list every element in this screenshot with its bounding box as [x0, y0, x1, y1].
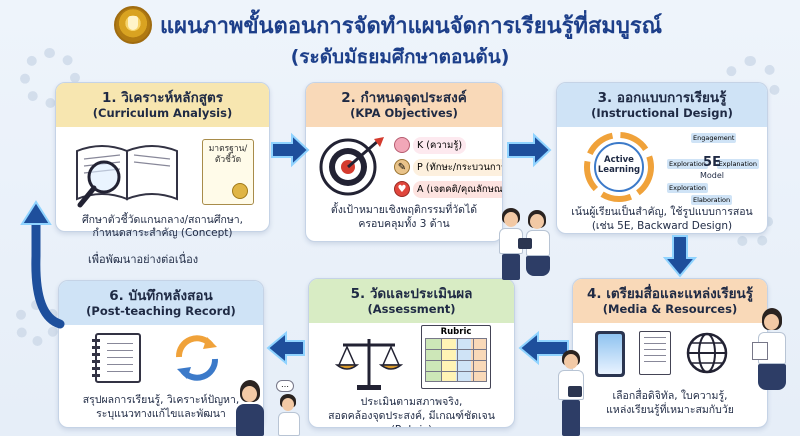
globe-icon [686, 332, 728, 374]
card-title: 3. ออกแบบการเรียนรู้ [597, 89, 727, 106]
description-line: ครอบคลุมทั้ง 3 ด้าน [358, 218, 450, 230]
student-group-illustration [496, 208, 556, 282]
active-learning-label: Active Learning [597, 155, 641, 175]
description-line: ระบุแนวทางแก้ไขและพัฒนา [96, 408, 226, 420]
rubric-table: Rubric [421, 325, 491, 389]
tablet-icon [595, 331, 625, 377]
target-icon [319, 137, 384, 196]
card-header: 3. ออกแบบการเรียนรู้ (Instructional Desi… [557, 83, 767, 127]
description-line: สอดคล้องจุดประสงค์, มีเกณฑ์ชัดเจน (Rubri… [328, 410, 495, 427]
kpa-label: K (ความรู้) [413, 136, 467, 154]
arrow-down-3-to-4 [662, 235, 698, 278]
stage-label: Engagement [691, 133, 737, 143]
feedback-label: เพื่อพัฒนาอย่างต่อเนื่อง [88, 253, 199, 266]
school-logo [114, 6, 152, 44]
rubric-label: Rubric [440, 327, 472, 337]
card-header: 2. กำหนดจุดประสงค์ (KPA Objectives) [306, 83, 502, 127]
refresh-icon [176, 335, 218, 381]
feedback-loop-arrow [20, 200, 65, 329]
description-line: ศึกษาตัวชี้วัดแกนกลาง/สถานศึกษา, [81, 214, 244, 226]
page-subtitle: (ระดับมัธยมศึกษาตอนต้น) [290, 46, 510, 68]
standards-label: มาตรฐาน/ตัวชี้วัด [208, 144, 248, 165]
card-header: 4. เตรียมสื่อและแหล่งเรียนรู้ (Media & R… [573, 279, 767, 323]
model-5e-label: 5E [703, 155, 721, 170]
card-subtitle: (KPA Objectives) [350, 105, 458, 120]
wrench-icon: ✎ [394, 159, 410, 175]
speech-bubble-icon: … [276, 380, 294, 392]
kpa-label: P (ทักษะ/กระบวนการ) [413, 158, 502, 176]
card-header: 6. บันทึกหลังสอน (Post-teaching Record) [59, 281, 263, 325]
arrow-left-5-to-6 [266, 330, 305, 366]
description-line: (เช่น 5E, Backward Design) [591, 220, 733, 232]
step-card-instructional-design: 3. ออกแบบการเรียนรู้ (Instructional Desi… [556, 82, 768, 234]
standards-document: มาตรฐาน/ตัวชี้วัด [202, 139, 254, 205]
brain-icon [394, 137, 410, 153]
student-reading-illustration [752, 308, 792, 408]
card-header: 5. วัดและประเมินผล (Assessment) [309, 279, 514, 323]
rubric-grid [425, 338, 487, 382]
card-description: เลือกสื่อดิจิทัล, ใบความรู้, แหล่งเรียนร… [581, 389, 759, 417]
step-card-assessment: 5. วัดและประเมินผล (Assessment) Rubric ป… [308, 278, 515, 428]
card-description: ประเมินตามสภาพจริง, สอดคล้องจุดประสงค์, … [317, 395, 506, 427]
arrow-right-2-to-3 [507, 132, 552, 168]
description-line: สรุปผลการเรียนรู้, วิเคราะห์ปัญหา, [82, 394, 240, 406]
card-title: 4. เตรียมสื่อและแหล่งเรียนรู้ [587, 285, 753, 302]
header: แผนภาพขั้นตอนการจัดทำแผนจัดการเรียนรู้ที… [0, 0, 800, 78]
card-description: ศึกษาตัวชี้วัดแกนกลาง/สถานศึกษา, [64, 213, 261, 227]
gear-decoration-icon [20, 48, 80, 108]
card-header: 1. วิเคราะห์หลักสูตร (Curriculum Analysi… [56, 83, 269, 127]
student-with-tablet-illustration [554, 350, 588, 436]
card-subtitle: (Assessment) [367, 301, 456, 316]
kpa-item-a: ♥ A (เจตคติ/คุณลักษณะ) [394, 179, 502, 199]
step-card-post-teaching: 6. บันทึกหลังสอน (Post-teaching Record) … [58, 280, 264, 428]
card-description: สรุปผลการเรียนรู้, วิเคราะห์ปัญหา, ระบุแ… [67, 393, 255, 421]
card-title: 2. กำหนดจุดประสงค์ [341, 89, 467, 106]
step-card-media-resources: 4. เตรียมสื่อและแหล่งเรียนรู้ (Media & R… [572, 278, 768, 428]
step-card-kpa-objectives: 2. กำหนดจุดประสงค์ (KPA Objectives) K (ค… [305, 82, 503, 242]
kpa-label: A (เจตคติ/คุณลักษณะ) [413, 180, 502, 198]
teacher-student-illustration: … [234, 380, 306, 436]
model-sub-label: Model [699, 171, 725, 180]
heart-icon: ♥ [394, 181, 410, 197]
card-subtitle: (Curriculum Analysis) [92, 105, 233, 120]
model-box: Engagement Exploration Explanation Explo… [667, 133, 759, 205]
card-title: 5. วัดและประเมินผล [350, 285, 473, 302]
card-subtitle: (Post-teaching Record) [86, 303, 236, 318]
stage-label: Explanation [716, 159, 759, 169]
step-card-curriculum-analysis: 1. วิเคราะห์หลักสูตร (Curriculum Analysi… [55, 82, 270, 232]
seal-icon [232, 183, 248, 199]
card-description: เน้นผู้เรียนเป็นสำคัญ, ใช้รูปแบบการสอน (… [565, 205, 759, 233]
description-line: กำหนดสาระสำคัญ (Concept) [92, 227, 233, 239]
scale-icon [335, 339, 403, 390]
card-title: 6. บันทึกหลังสอน [109, 287, 213, 304]
arrow-right-1-to-2 [271, 132, 310, 168]
description-line: ประเมินตามสภาพจริง, [360, 396, 463, 408]
kpa-item-p: ✎ P (ทักษะ/กระบวนการ) [394, 157, 502, 177]
notebook-icon [92, 333, 141, 383]
book-magnifier-icon [76, 145, 178, 208]
stage-label: Exploration [667, 183, 708, 193]
description-line: เลือกสื่อดิจิทัล, ใบความรู้, [612, 390, 728, 402]
description-line: ตั้งเป้าหมายเชิงพฤติกรรมที่วัดได้ [330, 204, 478, 216]
description-line: เน้นผู้เรียนเป็นสำคัญ, ใช้รูปแบบการสอน [571, 206, 753, 218]
cycle-5e-icon [584, 132, 654, 202]
document-icon [639, 331, 671, 375]
page-title: แผนภาพขั้นตอนการจัดทำแผนจัดการเรียนรู้ที… [160, 14, 663, 39]
stage-label: Elaboration [691, 195, 733, 205]
stage-label: Exploration [667, 159, 708, 169]
kpa-list: K (ความรู้) ✎ P (ทักษะ/กระบวนการ) ♥ A (เ… [394, 135, 502, 199]
description-line: แหล่งเรียนรู้ที่เหมาะสมกับวัย [606, 404, 734, 416]
card-subtitle: (Media & Resources) [602, 301, 738, 316]
card-title: 1. วิเคราะห์หลักสูตร [101, 89, 224, 106]
card-subtitle: (Instructional Design) [591, 105, 733, 120]
kpa-item-k: K (ความรู้) [394, 135, 498, 155]
card-description: ตั้งเป้าหมายเชิงพฤติกรรมที่วัดได้ ครอบคล… [314, 203, 494, 231]
